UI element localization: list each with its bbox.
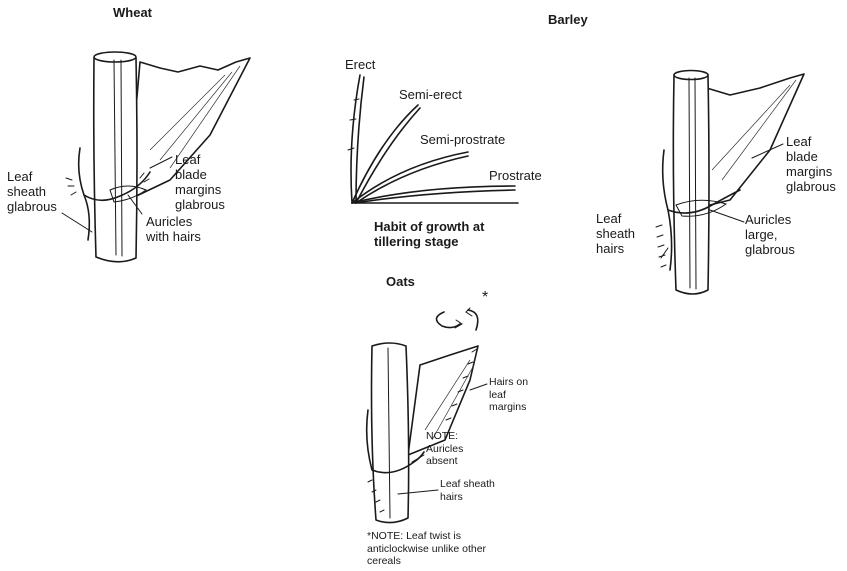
oats-asterisk: * (482, 290, 488, 305)
habit-semi-erect-label: Semi-erect (399, 87, 462, 102)
habit-caption: Habit of growth at tillering stage (374, 219, 485, 249)
wheat-auricles-label: Auricles with hairs (146, 214, 201, 244)
habit-erect-label: Erect (345, 57, 375, 72)
habit-semi-prostrate-label: Semi-prostrate (420, 132, 505, 147)
oats-hairs-label: Hairs on leaf margins (489, 376, 528, 414)
oats-footnote: *NOTE: Leaf twist is anticlockwise unlik… (367, 530, 486, 568)
barley-title: Barley (548, 12, 588, 27)
barley-sheath-label: Leaf sheath hairs (596, 211, 635, 256)
oats-sheath-label: Leaf sheath hairs (440, 478, 495, 503)
barley-drawing (656, 71, 804, 295)
wheat-sheath-label: Leaf sheath glabrous (7, 169, 57, 214)
wheat-title: Wheat (113, 5, 152, 20)
barley-blade-label: Leaf blade margins glabrous (786, 134, 836, 194)
habit-prostrate-label: Prostrate (489, 168, 542, 183)
oats-note-label: NOTE: Auricles absent (426, 430, 463, 468)
barley-auricles-label: Auricles large, glabrous (745, 212, 795, 257)
twist-arrow-right-icon (468, 310, 478, 330)
oats-title: Oats (386, 274, 415, 289)
wheat-blade-label: Leaf blade margins glabrous (175, 152, 225, 212)
